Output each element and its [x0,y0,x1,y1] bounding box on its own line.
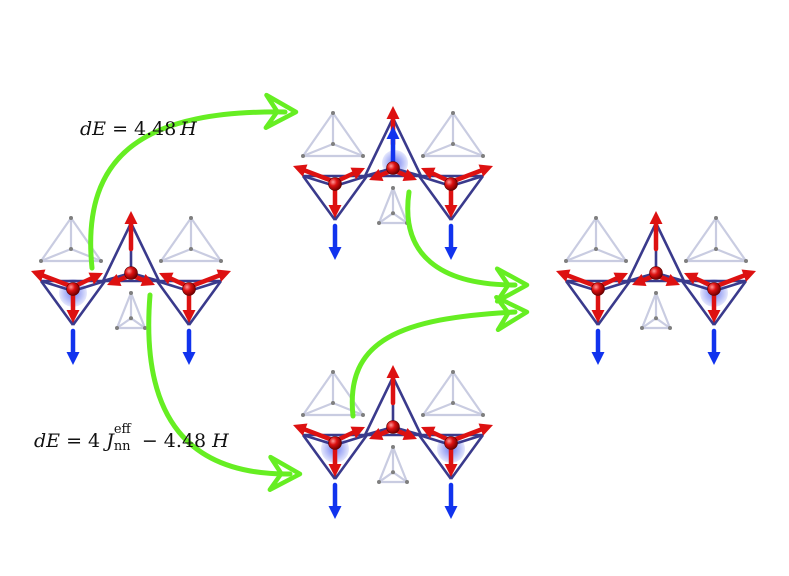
ghost-tetrahedron [421,111,485,158]
field-term: − 4.48 [135,430,213,452]
transition-arrow-down [146,292,303,492]
ghost-tetrahedron [115,291,147,330]
spin-arrow [124,211,138,252]
spin-site [124,266,138,280]
equals-coefficient: = 4 [60,430,107,452]
cluster-final [556,211,756,365]
equals-sign: = [106,118,135,140]
cluster-initial [31,211,231,365]
ghost-tetrahedron [564,216,628,263]
spin-site [328,177,342,191]
spin-arrow [707,328,721,365]
transition-arrow-top-to-final [405,189,530,304]
cluster-bottom [293,365,493,519]
spin-arrow [444,223,458,260]
ghost-tetrahedron [377,186,409,225]
spin-arrow [328,482,342,519]
spin-arrow [444,482,458,519]
spin-site [444,177,458,191]
spin-site [591,282,605,296]
ghost-tetrahedron [684,216,748,263]
ghost-tetrahedron [640,291,672,330]
ghost-tetrahedron [377,445,409,484]
cluster-top [293,106,493,260]
spin-arrow [66,328,80,365]
ghost-tetrahedron [301,111,365,158]
spin-site [328,436,342,450]
spin-arrow [182,328,196,365]
spin-site [707,282,721,296]
spin-site [444,436,458,450]
ghost-tetrahedron [421,370,485,417]
field-symbol: H [212,430,229,452]
spin-site [386,161,400,175]
spin-arrow [591,328,605,365]
ghost-tetrahedron [159,216,223,263]
coupling-superscript: eff [113,422,131,437]
spin-arrow [328,223,342,260]
coupling-symbol: J [106,430,114,452]
coupling-subscript: nn [113,439,131,454]
spin-site [649,266,663,280]
spin-site [386,420,400,434]
energy-value: 4.48 [134,118,177,140]
spin-arrow [649,211,663,252]
spin-site [182,282,196,296]
coupling-indices: eff nn [114,422,136,454]
energy-label-top: dE = 4.48 H [80,118,197,140]
transition-arrow-bottom-to-final [349,294,530,419]
transition-arrow-up [88,92,299,271]
ghost-tetrahedron [39,216,103,263]
energy-symbol: dE [80,118,107,140]
field-symbol: H [180,118,197,140]
spin-site [66,282,80,296]
energy-symbol: dE [34,430,61,452]
spin-arrow [386,365,400,406]
